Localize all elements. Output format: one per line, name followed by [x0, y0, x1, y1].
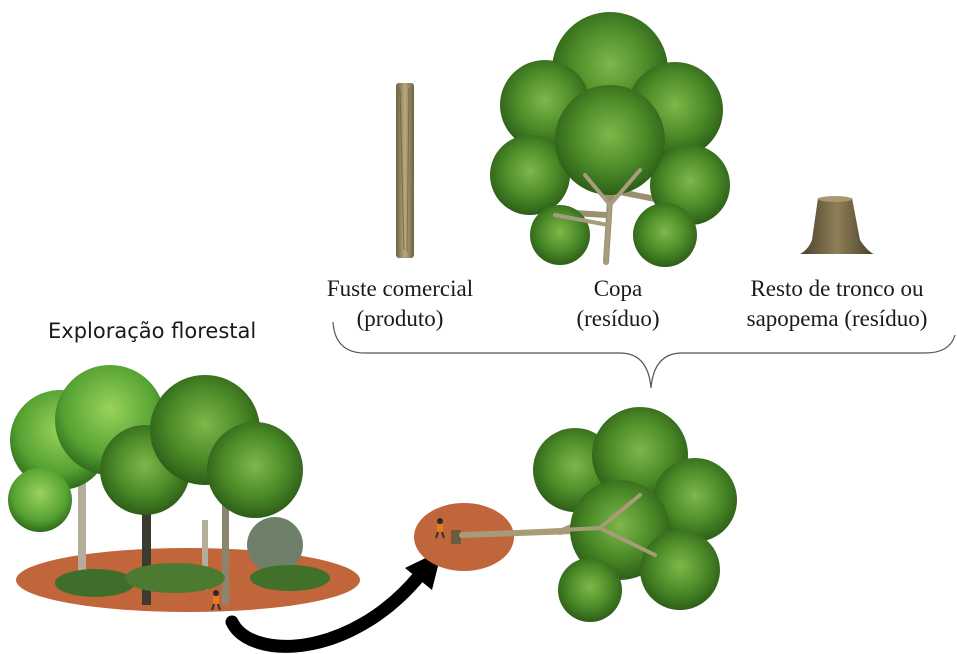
log-illustration — [396, 83, 414, 258]
commercial-log-label-line1: Fuste comercial — [300, 274, 500, 304]
felled-tree-illustration — [414, 407, 737, 622]
stump-label: Resto de tronco ou sapopema (resíduo) — [722, 274, 952, 334]
crown-label-line1: Copa — [528, 274, 708, 304]
stump-illustration — [800, 196, 874, 254]
crown-label-line2: (resíduo) — [528, 304, 708, 334]
forest-exploration-title: Exploração florestal — [48, 316, 256, 346]
stump-label-line2: sapopema (resíduo) — [722, 304, 952, 334]
forest-illustration — [8, 365, 360, 612]
stump-label-line1: Resto de tronco ou — [722, 274, 952, 304]
crown-illustration — [490, 12, 730, 267]
crown-label: Copa (resíduo) — [528, 274, 708, 334]
commercial-log-label-line2: (produto) — [300, 304, 500, 334]
commercial-log-label: Fuste comercial (produto) — [300, 274, 500, 334]
